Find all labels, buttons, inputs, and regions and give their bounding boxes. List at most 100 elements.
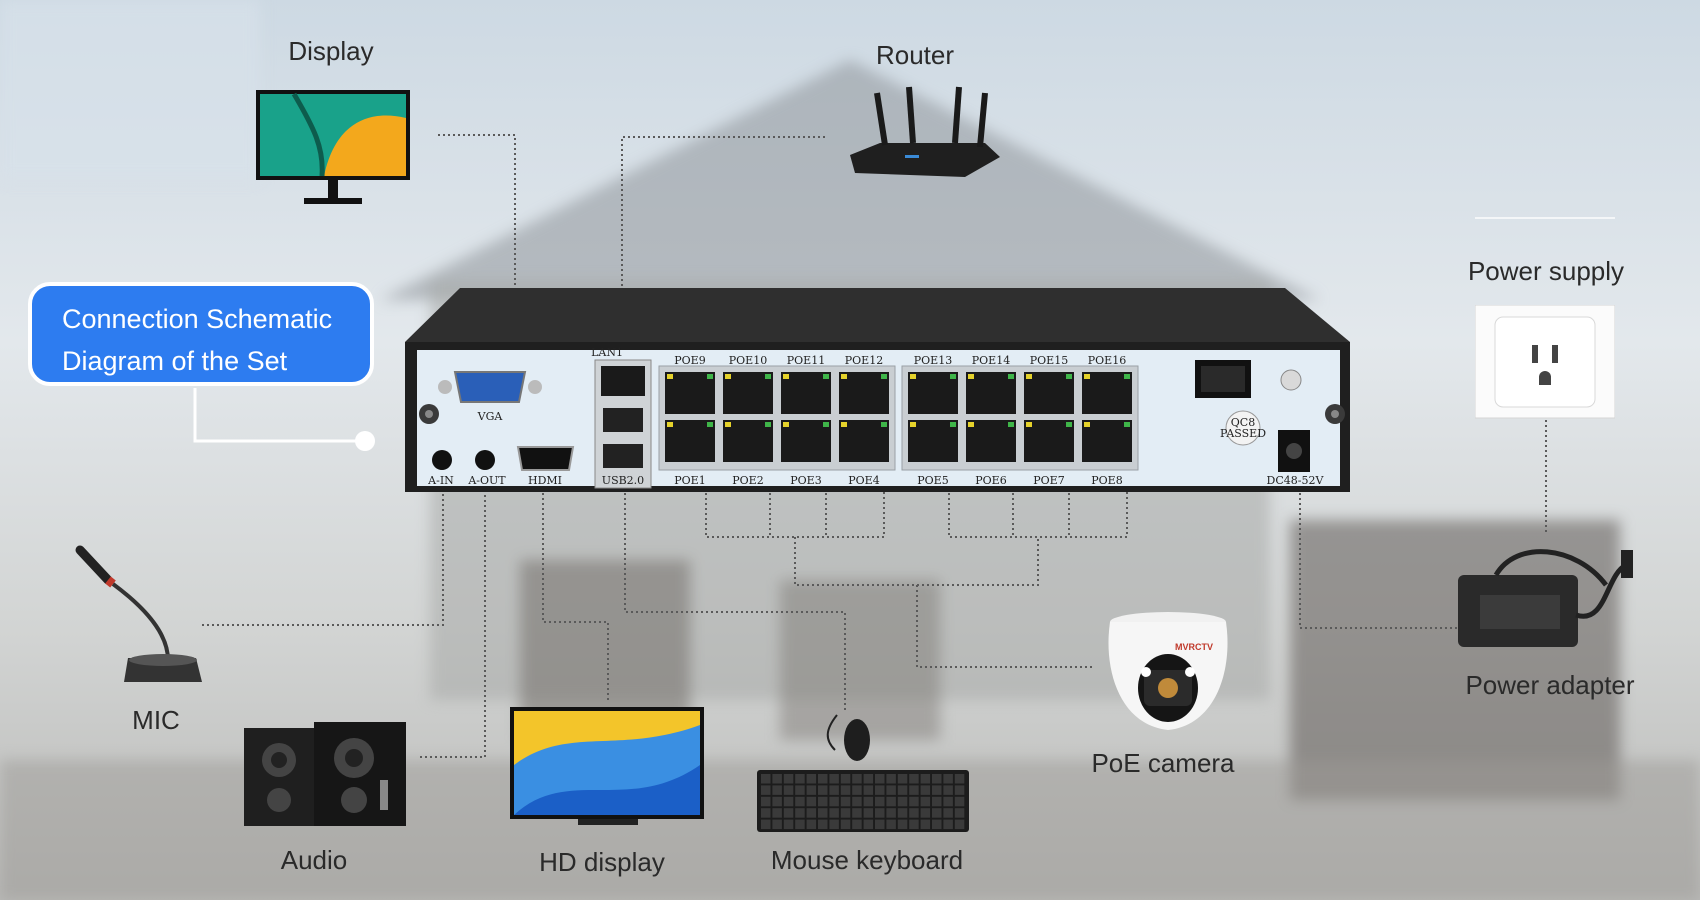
keyboard-key <box>954 785 965 795</box>
lan-label: LAN1 <box>591 346 623 359</box>
port-led <box>707 374 713 379</box>
keyboard-key <box>840 796 851 807</box>
keyboard-key <box>954 808 965 818</box>
keyboard-key <box>954 774 965 784</box>
port-led <box>1026 422 1032 427</box>
poe-port <box>723 420 773 462</box>
mouse-keyboard-label: Mouse keyboard <box>770 845 964 875</box>
keyboard-key <box>886 796 896 807</box>
audio-label: Audio <box>280 845 348 875</box>
keyboard-key <box>897 785 908 795</box>
keyboard-key <box>909 808 919 818</box>
keyboard-key <box>772 774 782 784</box>
poe-port <box>908 420 958 462</box>
keyboard-key <box>783 819 794 830</box>
keyboard-key <box>920 785 931 795</box>
port-label-top: POE16 <box>1088 354 1126 367</box>
title-box: Connection Schematic Diagram of the Set <box>28 282 374 386</box>
keyboard-key <box>886 774 896 784</box>
keyboard-key <box>795 796 805 807</box>
title-line-1: Connection Schematic <box>62 304 333 334</box>
keyboard-key <box>829 796 839 807</box>
speakers-image <box>244 722 406 826</box>
keyboard-key <box>875 774 885 784</box>
power-adapter-image <box>1458 549 1633 647</box>
keyboard-key <box>875 796 885 807</box>
port-label-bottom: POE3 <box>790 474 821 487</box>
poe-port <box>1024 420 1074 462</box>
keyboard-key <box>909 774 919 784</box>
display-monitor-image <box>256 90 410 204</box>
keyboard-key <box>818 808 828 818</box>
poe-port <box>665 372 715 414</box>
poe-camera-label: PoE camera <box>1091 748 1235 778</box>
port-led <box>1066 374 1072 379</box>
port-led <box>1026 374 1032 379</box>
keyboard-key <box>761 785 771 795</box>
keyboard-key <box>829 819 839 830</box>
keyboard-key <box>783 808 794 818</box>
keyboard-key <box>863 819 874 830</box>
port-led <box>910 422 916 427</box>
keyboard-key <box>840 785 851 795</box>
keyboard-key <box>943 785 953 795</box>
port-label-bottom: POE4 <box>848 474 879 487</box>
poe-port <box>839 420 889 462</box>
port-led <box>1124 374 1130 379</box>
poe-port <box>781 372 831 414</box>
keyboard-key <box>920 796 931 807</box>
keyboard-key <box>795 819 805 830</box>
keyboard-key <box>795 808 805 818</box>
keyboard-key <box>806 785 817 795</box>
keyboard-key <box>932 796 942 807</box>
power-supply-label: Power supply <box>1467 256 1625 286</box>
keyboard-key <box>932 819 942 830</box>
keyboard-key <box>783 785 794 795</box>
port-led <box>667 422 673 427</box>
microphone-image <box>75 545 202 682</box>
port-label-top: POE10 <box>729 354 767 367</box>
keyboard-key <box>897 819 908 830</box>
poe-port <box>1082 420 1132 462</box>
poe-port <box>966 372 1016 414</box>
port-label-bottom: POE7 <box>1033 474 1064 487</box>
port-led <box>707 422 713 427</box>
port-led <box>765 374 771 379</box>
port-led <box>881 374 887 379</box>
power-adapter-label: Power adapter <box>1465 670 1635 700</box>
keyboard-key <box>875 808 885 818</box>
keyboard-key <box>863 774 874 784</box>
keyboard-key <box>852 808 862 818</box>
port-led <box>968 374 974 379</box>
keyboard-key <box>783 796 794 807</box>
port-label-top: POE11 <box>787 354 825 367</box>
keyboard-key <box>943 796 953 807</box>
port-label-top: POE9 <box>674 354 705 367</box>
title-line-2: Diagram of the Set <box>62 346 288 376</box>
keyboard-key <box>840 774 851 784</box>
keyboard-key <box>772 785 782 795</box>
keyboard-key <box>897 774 908 784</box>
keyboard-key <box>954 796 965 807</box>
keyboard-key <box>806 819 817 830</box>
port-label-top: POE15 <box>1030 354 1068 367</box>
keyboard-key <box>783 774 794 784</box>
port-label-top: POE13 <box>914 354 952 367</box>
usb-label: USB2.0 <box>602 474 644 487</box>
poe-port <box>1024 372 1074 414</box>
keyboard-key <box>818 774 828 784</box>
keyboard-key <box>806 808 817 818</box>
keyboard-key <box>920 819 931 830</box>
hd-display-label: HD display <box>539 847 665 877</box>
poe-port <box>908 372 958 414</box>
dc-label: DC48-52V <box>1267 474 1325 487</box>
keyboard-key <box>886 819 896 830</box>
port-label-bottom: POE1 <box>674 474 705 487</box>
keyboard-key <box>818 796 828 807</box>
keyboard-key <box>852 796 862 807</box>
keyboard-key <box>840 808 851 818</box>
hdmi-label: HDMI <box>528 474 562 487</box>
port-led <box>765 422 771 427</box>
